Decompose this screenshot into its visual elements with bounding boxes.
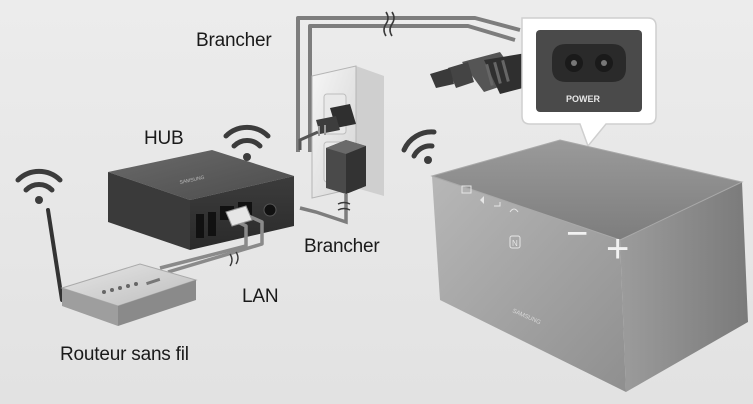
adapter-cable bbox=[299, 194, 348, 225]
brancher-top-label: Brancher bbox=[196, 30, 272, 51]
power-adapter bbox=[326, 140, 366, 194]
nfc-icon bbox=[509, 235, 521, 249]
hub-label: HUB bbox=[144, 128, 184, 149]
outlet-cord bbox=[298, 130, 319, 150]
cable-break-lan bbox=[229, 251, 239, 267]
speaker-device bbox=[430, 139, 748, 392]
nfc-label: N bbox=[512, 239, 518, 248]
cable-break-adapter bbox=[337, 201, 351, 211]
wifi-icon bbox=[15, 168, 63, 204]
wifi-icon bbox=[223, 124, 271, 161]
power-socket-label: POWER bbox=[566, 94, 601, 104]
lan-label: LAN bbox=[242, 286, 279, 307]
lan-plug bbox=[225, 205, 253, 227]
cable-break-top bbox=[383, 11, 395, 37]
brancher-bottom-label: Brancher bbox=[304, 236, 380, 257]
volume-plus-icon: + bbox=[606, 227, 629, 271]
hub-brand-text: SAMSUNG bbox=[179, 175, 205, 186]
volume-minus-icon: − bbox=[566, 213, 588, 255]
router-device bbox=[46, 208, 198, 326]
router-antenna bbox=[46, 208, 64, 302]
power-cable bbox=[296, 16, 521, 152]
wifi-icon bbox=[401, 129, 437, 164]
wall-outlet-icon bbox=[311, 65, 384, 199]
router-label: Routeur sans fil bbox=[60, 344, 189, 365]
hub-device bbox=[108, 150, 294, 250]
power-socket-callout bbox=[521, 17, 657, 148]
